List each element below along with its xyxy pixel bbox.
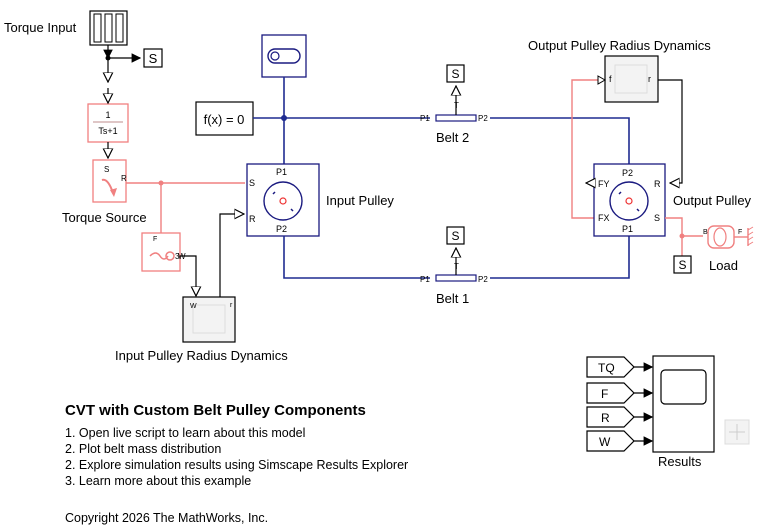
scope-tag-belt-1[interactable]: S (446, 226, 465, 245)
svg-text:P1: P1 (622, 224, 633, 234)
svg-text:r: r (230, 302, 233, 309)
from-tag-tq[interactable]: TQ (586, 356, 635, 378)
connection-line (283, 236, 430, 279)
torque-source-label: Torque Source (62, 210, 147, 225)
svg-text:FY: FY (598, 179, 610, 189)
svg-text:P1: P1 (276, 167, 287, 177)
connection-line (490, 236, 630, 279)
svg-text:W: W (190, 303, 197, 310)
output-pulley-block[interactable]: P2 P1 FY FX R S (593, 163, 666, 237)
svg-text:P2: P2 (478, 114, 488, 123)
scope-tag-belt-2[interactable]: S (446, 64, 465, 83)
output-pulley-radius-dynamics-block[interactable]: f r (604, 55, 659, 103)
svg-text:R: R (121, 174, 127, 183)
torque-input-label: Torque Input (4, 20, 77, 35)
input-pulley-label: Input Pulley (326, 193, 394, 208)
connection-line (490, 117, 630, 166)
svg-text:W: W (599, 435, 611, 449)
connection-line (571, 79, 598, 219)
link-results-explorer[interactable]: 2. Explore simulation results using Sims… (65, 458, 409, 472)
sensor-port-3: 3 (175, 252, 180, 261)
input-pulley-block[interactable]: P1 P2 S R (246, 163, 320, 237)
torque-input-block[interactable] (89, 10, 128, 46)
model-notes: CVT with Custom Belt Pulley Components 1… (65, 402, 545, 489)
belt-2-block[interactable]: P1 P2 T (420, 101, 488, 123)
svg-text:1: 1 (105, 110, 110, 120)
solver-configuration-block[interactable]: f(x) = 0 (195, 101, 254, 136)
svg-text:S: S (451, 229, 459, 243)
results-label: Results (658, 454, 702, 469)
from-tag-f[interactable]: F (586, 382, 635, 404)
belt-1-label: Belt 1 (436, 291, 469, 306)
load-inertia-block[interactable]: B F (703, 225, 754, 249)
svg-text:Ts+1: Ts+1 (98, 126, 117, 136)
svg-text:P1: P1 (420, 275, 430, 284)
svg-text:S: S (451, 67, 459, 81)
svg-text:R: R (654, 179, 661, 189)
svg-text:r: r (648, 74, 651, 84)
torque-source-block[interactable]: S R (92, 159, 127, 203)
connection-line (665, 217, 703, 237)
results-explorer-icon[interactable] (724, 419, 750, 445)
from-tag-w[interactable]: W (586, 430, 635, 452)
scope-tag-load[interactable]: S (673, 255, 692, 274)
input-pulley-radius-dynamics-block[interactable]: W r (182, 296, 236, 343)
copyright-text: Copyright 2026 The MathWorks, Inc. (65, 511, 269, 525)
belt-1-block[interactable]: P1 P2 T (420, 262, 488, 284)
svg-text:f: f (609, 74, 612, 84)
svg-text:f(x) = 0: f(x) = 0 (204, 112, 245, 127)
results-scope-block[interactable] (652, 355, 715, 453)
svg-text:S: S (678, 258, 686, 272)
svg-text:F: F (738, 229, 742, 236)
svg-text:R: R (601, 411, 610, 425)
svg-text:R: R (249, 214, 256, 224)
svg-text:F: F (153, 236, 157, 243)
load-label: Load (709, 258, 738, 273)
output-pulley-label: Output Pulley (673, 193, 752, 208)
svg-text:TQ: TQ (598, 361, 615, 375)
output-pulley-radius-dynamics-label: Output Pulley Radius Dynamics (528, 38, 711, 53)
from-tag-r[interactable]: R (586, 406, 635, 428)
svg-text:P2: P2 (478, 275, 488, 284)
svg-text:S: S (104, 165, 109, 174)
scope-tag-torque[interactable]: S (143, 48, 163, 68)
link-learn-more[interactable]: 3. Learn more about this example (65, 474, 252, 488)
link-open-live-script[interactable]: 1. Open live script to learn about this … (65, 426, 306, 440)
physical-ref-block[interactable] (261, 34, 307, 78)
transfer-function-block[interactable]: 1 Ts+1 (87, 103, 129, 143)
model-title: CVT with Custom Belt Pulley Components (65, 402, 366, 419)
input-pulley-radius-dynamics-label: Input Pulley Radius Dynamics (115, 348, 288, 363)
svg-text:P1: P1 (420, 114, 430, 123)
svg-text:FX: FX (598, 213, 610, 223)
svg-text:S: S (654, 213, 660, 223)
link-plot-belt-mass[interactable]: 2. Plot belt mass distribution (65, 442, 222, 456)
svg-text:S: S (249, 178, 255, 188)
svg-text:S: S (149, 51, 158, 66)
svg-text:B: B (703, 229, 708, 236)
belt-2-label: Belt 2 (436, 130, 469, 145)
svg-text:F: F (601, 387, 608, 401)
svg-text:P2: P2 (622, 168, 633, 178)
svg-text:P2: P2 (276, 224, 287, 234)
